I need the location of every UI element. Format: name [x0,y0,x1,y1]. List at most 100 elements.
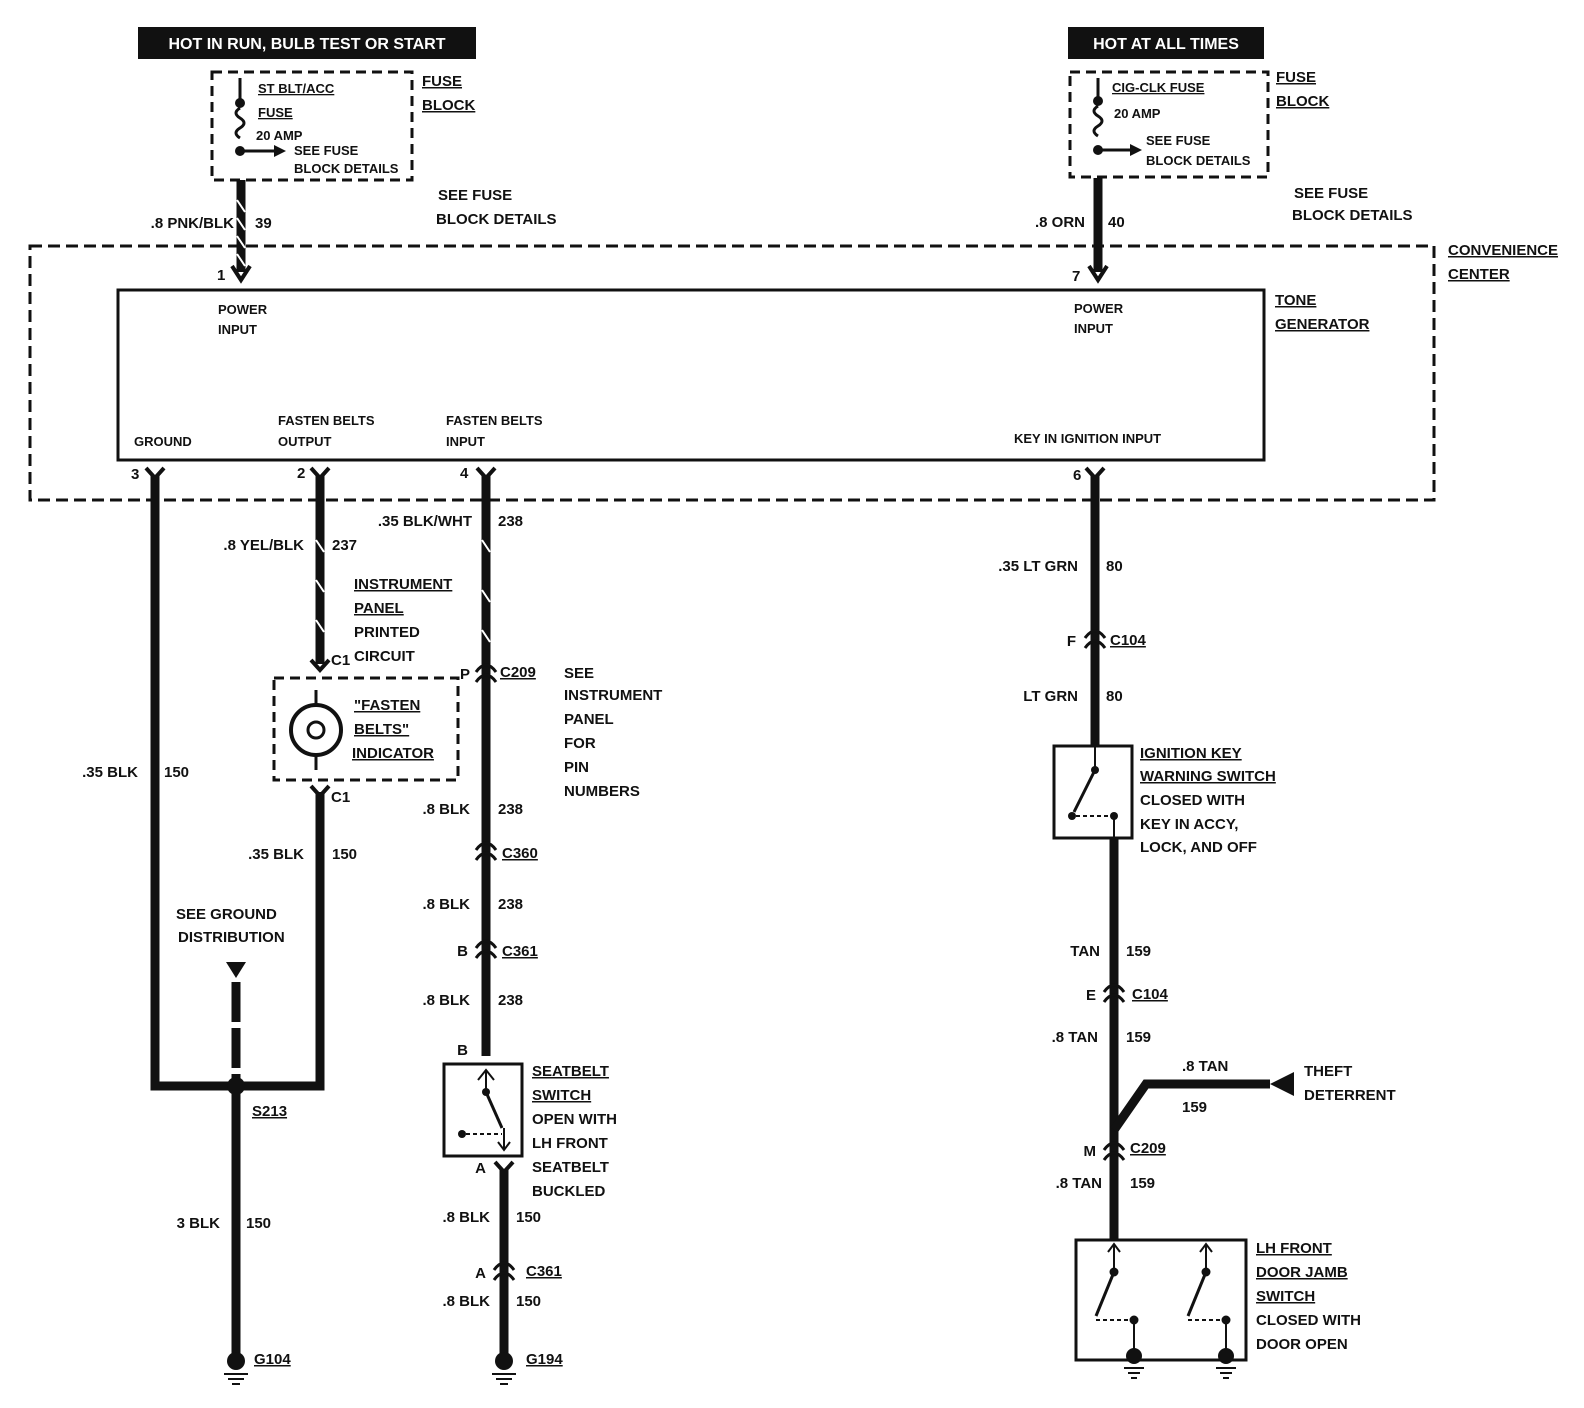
wire-237-circuit: 237 [332,537,357,554]
pin-7-connector [1087,264,1109,284]
power-input-right-2: INPUT [1074,321,1113,336]
theft-label-1: THEFT [1304,1063,1352,1080]
door-label-4: CLOSED WITH [1256,1312,1361,1329]
ip-circuit-3: PRINTED [354,624,420,641]
c209-left-pin: P [460,666,470,683]
arrow-right-icon [274,145,286,157]
ground-g194-icon [492,1352,516,1385]
wire-159d-circuit: 159 [1130,1175,1155,1192]
fuse-left-name2: FUSE [258,105,293,120]
pin-1: 1 [217,267,225,284]
power-input-right-1: POWER [1074,301,1124,316]
key-input-label: KEY IN IGNITION INPUT [1014,431,1161,446]
seatbelt-label-4: LH FRONT [532,1135,608,1152]
convenience-center-label2: CENTER [1448,266,1510,283]
see-ip-2: INSTRUMENT [564,687,662,704]
seatbelt-label-2: SWITCH [532,1087,591,1104]
see-ip-5: PIN [564,759,589,776]
ignition-switch-icon [1068,746,1118,838]
fuse-left-see2: BLOCK DETAILS [294,161,399,176]
tone-generator-box [116,288,1266,462]
door-jamb-switch-box [1074,1238,1248,1362]
c361-bottom-pin: A [475,1265,486,1282]
wire-150e-gauge: .8 BLK [442,1293,490,1310]
wire-80a-circuit: 80 [1106,558,1123,575]
fasten-input-2: INPUT [446,434,485,449]
seatbelt-label-5: SEATBELT [532,1159,609,1176]
ignition-label-4: KEY IN ACCY, [1140,816,1238,833]
ground-distribution-1: SEE GROUND [176,906,277,923]
wire-150d-gauge: .8 BLK [442,1209,490,1226]
indicator-conn-top: C1 [331,652,350,669]
wire-150a-gauge: .35 BLK [82,764,138,781]
fuse-right-see2: BLOCK DETAILS [1146,153,1251,168]
c361-top-name: C361 [502,943,538,960]
see-fuse-right-2: BLOCK DETAILS [1292,207,1413,224]
fasten-belts-indicator-box [272,676,460,782]
ground-pin-label: GROUND [134,434,192,449]
wire-238a-gauge: .35 BLK/WHT [378,513,472,530]
fuse-icon [1092,104,1104,138]
wire-150d-circuit: 150 [516,1209,541,1226]
indicator-conn-bottom: C1 [331,789,350,806]
fuse-block-left-label2: BLOCK [422,97,475,114]
wire-159a-gauge: TAN [1070,943,1100,960]
c361-top-pin: B [457,943,468,960]
seatbelt-switch-box [442,1062,524,1158]
pin-6: 6 [1073,467,1081,484]
fuse-block-right: CIG-CLK FUSE 20 AMP SEE FUSE BLOCK DETAI… [1068,70,1270,179]
door-jamb-switch-icon [1094,1242,1231,1352]
wire-159b-gauge: .8 TAN [1052,1029,1098,1046]
wire-238b-circuit: 238 [498,801,523,818]
c104-bottom-pin: E [1086,987,1096,1004]
pin-4: 4 [460,465,469,482]
ground-distribution-arrow-icon [226,962,246,978]
fuse-right-name: CIG-CLK FUSE [1112,80,1205,95]
ground-g104-icon [224,1352,248,1385]
see-fuse-mid-2: BLOCK DETAILS [436,211,557,228]
seatbelt-pin-a: A [475,1160,486,1177]
power-input-left-1: POWER [218,302,268,317]
wire-159a-circuit: 159 [1126,943,1151,960]
connector-c360 [474,841,498,861]
pin-1-connector [230,264,252,284]
header-left: HOT IN RUN, BULB TEST OR START [168,36,445,53]
indicator-label1: "FASTEN [354,697,420,714]
ground-distribution-2: DISTRIBUTION [178,929,285,946]
fuse-icon [234,106,246,140]
wire-159c-circuit: 159 [1182,1099,1207,1116]
wire-150b-gauge: .35 BLK [248,846,304,863]
wire-150e-circuit: 150 [516,1293,541,1310]
connector-c361-top [474,939,498,959]
wire-159b-circuit: 159 [1126,1029,1151,1046]
fuse-left-see1: SEE FUSE [294,143,359,158]
see-ip-6: NUMBERS [564,783,640,800]
wire-150c-circuit: 150 [246,1215,271,1232]
ip-circuit-4: CIRCUIT [354,648,415,665]
wire-238c-circuit: 238 [498,896,523,913]
c209-right-name: C209 [1130,1140,1166,1157]
pin-3: 3 [131,466,139,483]
wire-238d-gauge: .8 BLK [422,992,470,1009]
fuse-block-right-label1: FUSE [1276,69,1316,86]
see-ip-3: PANEL [564,711,614,728]
fasten-input-1: FASTEN BELTS [446,413,543,428]
seatbelt-label-1: SEATBELT [532,1063,609,1080]
c209-left-name: C209 [500,664,536,681]
seatbelt-label-3: OPEN WITH [532,1111,617,1128]
fuse-right-see1: SEE FUSE [1146,133,1211,148]
wire-159c-gauge: .8 TAN [1182,1058,1228,1075]
ground-g194: G194 [526,1351,563,1368]
wire-238a-circuit: 238 [498,513,523,530]
header-left-bg [138,27,476,59]
see-ip-4: FOR [564,735,596,752]
bulb-icon [289,703,343,757]
wire-80b-gauge: LT GRN [1023,688,1078,705]
ip-circuit-2: PANEL [354,600,404,617]
connector-c209-left [474,663,498,683]
fuse-block-left-label1: FUSE [422,73,462,90]
door-label-5: DOOR OPEN [1256,1336,1348,1353]
ground-g104: G104 [254,1351,291,1368]
c209-right-pin: M [1084,1143,1097,1160]
